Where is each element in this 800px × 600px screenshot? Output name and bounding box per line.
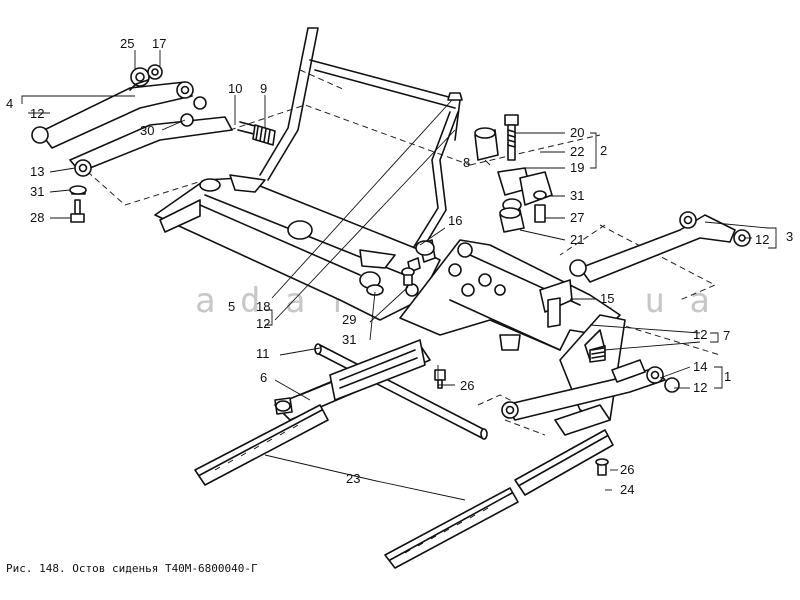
fastener-cluster-2	[474, 114, 553, 233]
linkage-assembly-1	[501, 359, 680, 421]
slide-rail-6	[274, 339, 446, 421]
callout-19: 19	[570, 160, 584, 175]
callout-3: 3	[786, 229, 793, 244]
short-rail-24	[514, 429, 614, 496]
rod-and-bushing-9-10	[237, 121, 276, 146]
middle-small-parts	[366, 240, 435, 296]
callout-10: 10	[228, 81, 242, 96]
callout-31-left: 31	[30, 184, 44, 199]
callout-12-lower-right: 12	[693, 380, 707, 395]
callout-2: 2	[600, 143, 607, 158]
guide-rails-23	[194, 404, 519, 569]
callout-1: 1	[724, 369, 731, 384]
callout-leader-lines	[21, 50, 777, 501]
callout-16: 16	[448, 213, 462, 228]
callout-12-left: 12	[30, 106, 44, 121]
callout-18: 18	[256, 299, 270, 314]
callout-23: 23	[346, 471, 360, 486]
callout-21: 21	[570, 232, 584, 247]
callout-numbers: 4 12 25 17 10 9 30 13 31 28 20 22 19 2 8…	[6, 36, 793, 497]
callout-26-lower: 26	[620, 462, 634, 477]
callout-20: 20	[570, 125, 584, 140]
linkage-assembly-4	[31, 64, 233, 223]
callout-14: 14	[693, 359, 707, 374]
callout-28: 28	[30, 210, 44, 225]
figure-caption: Рис. 148. Остов сиденья Т40М-6800040-Г	[6, 562, 258, 575]
callout-12-mid: 12	[693, 327, 707, 342]
callout-12-right: 12	[755, 232, 769, 247]
callout-30: 30	[140, 123, 154, 138]
callout-13: 13	[30, 164, 44, 179]
callout-25: 25	[120, 36, 134, 51]
callout-26-upper: 26	[460, 378, 474, 393]
callout-11: 11	[256, 346, 270, 361]
callout-31-right: 31	[570, 188, 584, 203]
callout-22: 22	[570, 144, 584, 159]
linkage-assembly-3	[569, 211, 751, 283]
callout-31-mid: 31	[342, 332, 356, 347]
callout-7: 7	[723, 328, 730, 343]
callout-8: 8	[463, 155, 470, 170]
callout-29: 29	[342, 312, 356, 327]
callout-17: 17	[152, 36, 166, 51]
callout-24: 24	[620, 482, 634, 497]
callout-6: 6	[260, 370, 267, 385]
callout-27: 27	[570, 210, 584, 225]
callout-12-bottom: 12	[256, 316, 270, 331]
callout-4: 4	[6, 96, 13, 111]
callout-5: 5	[228, 299, 235, 314]
callout-15: 15	[600, 291, 614, 306]
main-frame-5	[154, 27, 463, 321]
callout-9: 9	[260, 81, 267, 96]
